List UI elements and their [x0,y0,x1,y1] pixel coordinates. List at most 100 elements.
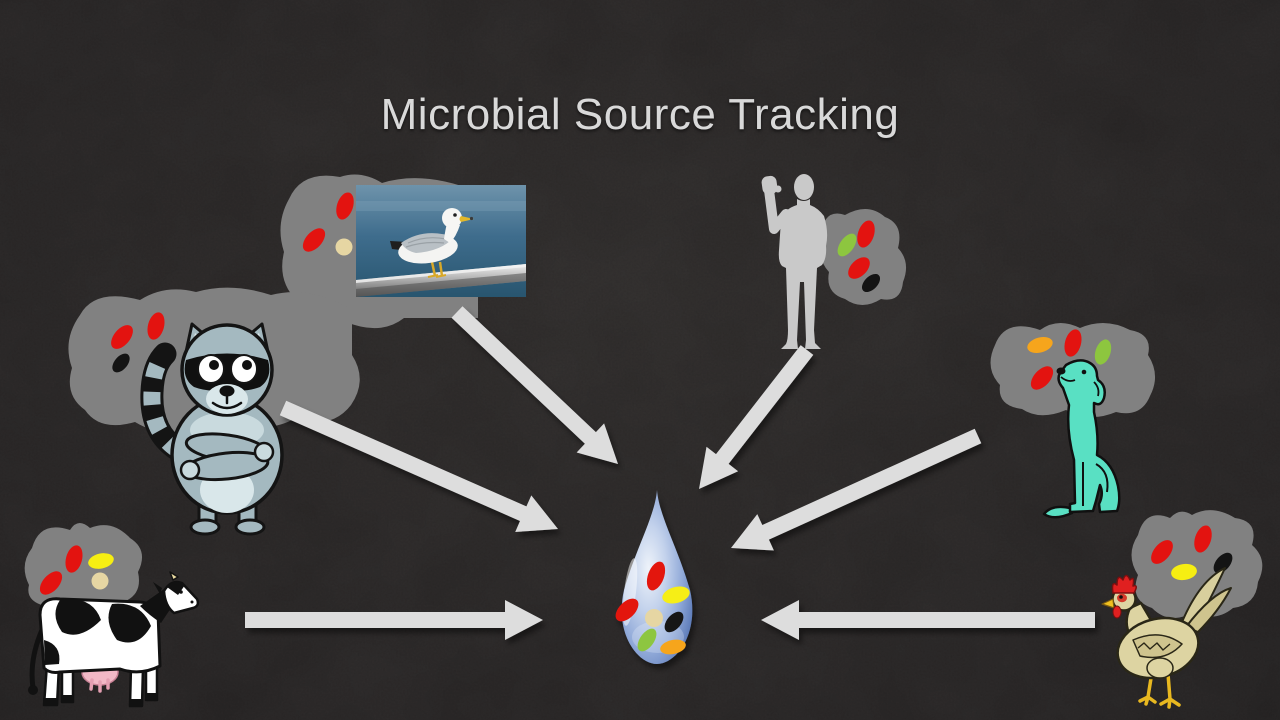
slide-title: Microbial Source Tracking [380,90,900,139]
human-hand [761,175,778,195]
sea-band [356,201,526,211]
cow-hoof [43,698,58,706]
gull-leg [430,261,437,277]
human-thumb [774,185,782,193]
raccoon-tail-stripes [143,347,183,458]
cow-patch [55,599,101,635]
raccoon-illustration [140,322,284,536]
microbe-oval [861,273,881,293]
microbe-oval [88,553,114,569]
microbe-oval [646,561,666,591]
chicken-comb [1111,574,1137,594]
microbe-oval [1194,525,1212,553]
cow-tail [29,627,45,691]
water-drop [615,490,693,664]
chicken-leg [1159,672,1181,709]
raccoon-pupil [209,360,219,370]
dog-tail [1042,505,1074,519]
cloud-shape [24,522,143,612]
cow-eye [179,590,183,594]
arrow-from-dog [731,428,982,551]
gull-leg [438,261,444,277]
microbe-oval [848,257,870,279]
microbe-oval [857,220,875,248]
gull-eye [453,213,457,217]
dog-body [1057,359,1121,514]
dog-mouth [1060,376,1076,382]
raccoon-paw [253,441,275,463]
seagull-illustration [390,208,474,278]
human-silhouette [761,174,828,349]
microbe-oval [112,353,130,373]
water-drop-microbes [615,561,690,655]
dog-haunch-line [1095,463,1109,493]
microbe-oval [1171,563,1197,581]
dog-nose [1056,367,1066,375]
arrows-group [245,306,1095,640]
arrow-from-human [699,345,814,489]
microbe-oval [147,312,165,340]
microbe-oval [662,586,690,604]
gull-feather-lines [405,237,447,248]
cow-nostril [190,600,194,604]
gull-head [442,208,462,228]
raccoon-pupil [242,360,252,370]
cow-head-patch [167,581,185,595]
raccoon-paw [179,459,201,481]
dog-eye [1081,369,1087,375]
chicken-beak [1101,598,1115,609]
microbe-oval [1213,552,1233,574]
chicken-wattle [1112,605,1122,619]
human-body [778,199,828,349]
cow-patch [44,640,60,665]
microbe-oval [660,639,686,655]
chicken-wing [1132,634,1183,659]
microbe-oval [637,628,657,652]
microbe-oval [1027,337,1053,353]
arrow-from-raccoon [279,400,558,532]
raccoon-foot [189,518,221,536]
arrow-from-cow [245,600,543,640]
microbe-cloud-human [819,208,907,305]
cow-hoof [145,693,158,701]
dog-ear-line [1093,381,1100,397]
microbe-oval [336,192,354,220]
microbe-oval [302,228,326,252]
seagull-photo [356,185,526,297]
cow-illustration [28,571,200,708]
arrow-from-chicken [761,600,1095,640]
microbe-oval [1151,540,1173,564]
microbe-oval [39,571,63,595]
cow-hoof [61,695,74,703]
cow-teats [89,678,110,693]
cow-patch [108,603,151,643]
microbe-oval [91,572,109,590]
microbe-oval [111,325,133,349]
dog-illustration [1042,359,1121,519]
raccoon-nose [219,385,235,397]
human-head [794,174,814,200]
gull-beak [459,216,474,222]
microbe-oval [615,598,639,622]
chicken-tail-feather [1185,587,1232,633]
microbe-oval [65,545,83,573]
chicken-illustration [1101,567,1232,709]
cow-ear [153,582,162,594]
cow-horn [169,571,179,581]
arrow-from-seagull [451,306,618,464]
microbe-oval [645,609,663,627]
raccoon-mouth [211,394,243,410]
microbe-cloud-cow [24,522,143,612]
gull-beak-tip [469,216,474,221]
chicken-eye [1119,595,1123,599]
microbe-oval [1064,329,1082,357]
raccoon-foot [234,518,266,536]
chicken-thigh [1146,657,1174,679]
gull-feet [427,274,447,278]
cow-tail-tip [28,685,38,695]
chicken-wing-lines [1137,642,1171,651]
microbe-oval [1094,339,1112,365]
microbe-oval [837,233,857,257]
